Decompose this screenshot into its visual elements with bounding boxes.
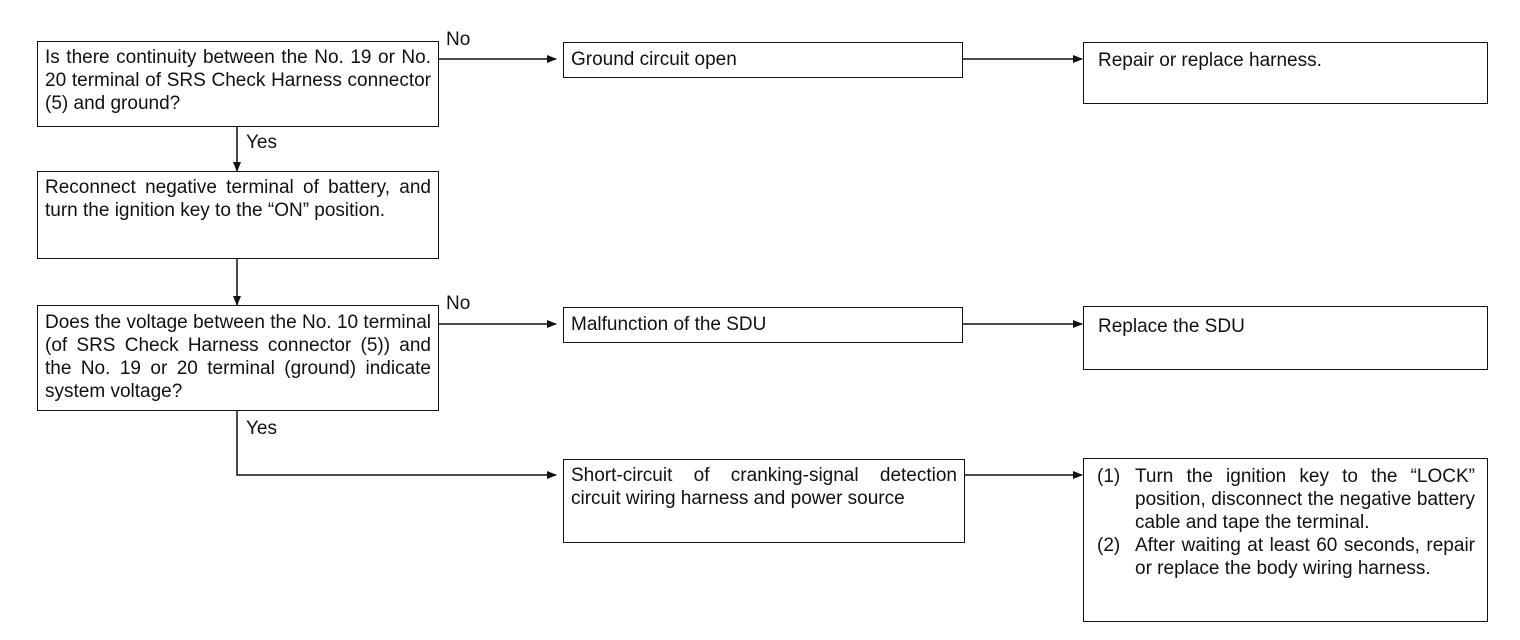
- label-no-2: No: [446, 293, 471, 314]
- reconnect-battery-text: Reconnect negative terminal of battery, …: [45, 177, 431, 221]
- final-steps-list: (1) Turn the ignition key to the “LOCK” …: [1091, 465, 1475, 580]
- final-step-1-text: Turn the ignition key to the “LOCK” posi…: [1135, 466, 1475, 533]
- repair-harness-box: Repair or replace harness.: [1083, 42, 1488, 104]
- ground-circuit-open-box: Ground circuit open: [563, 42, 963, 78]
- final-step-2-number: (2): [1097, 535, 1121, 556]
- label-yes-2: Yes: [246, 418, 277, 439]
- replace-sdu-box: Replace the SDU: [1083, 306, 1488, 370]
- final-steps-box: (1) Turn the ignition key to the “LOCK” …: [1083, 458, 1488, 622]
- sdu-malfunction-box: Malfunction of the SDU: [563, 307, 963, 343]
- final-step-2-text: After waiting at least 60 seconds, repai…: [1135, 535, 1475, 579]
- final-step-2: (2) After waiting at least 60 seconds, r…: [1091, 534, 1475, 580]
- question-voltage-box: Does the voltage between the No. 10 term…: [37, 305, 439, 411]
- question-continuity-box: Is there continuity between the No. 19 o…: [37, 41, 439, 127]
- short-circuit-box: Short-circuit of cranking-signal detecti…: [563, 459, 965, 543]
- repair-harness-text: Repair or replace harness.: [1098, 50, 1322, 71]
- arrow-q2-yes: [236, 410, 557, 479]
- ground-circuit-open-text: Ground circuit open: [571, 49, 737, 70]
- label-no-1: No: [446, 29, 471, 50]
- short-circuit-text: Short-circuit of cranking-signal detecti…: [571, 465, 957, 509]
- replace-sdu-text: Replace the SDU: [1098, 316, 1245, 337]
- question-continuity-text: Is there continuity between the No. 19 o…: [45, 47, 431, 114]
- question-voltage-text: Does the voltage between the No. 10 term…: [45, 312, 431, 402]
- final-step-1-number: (1): [1097, 466, 1121, 487]
- label-yes-1: Yes: [246, 132, 277, 153]
- final-step-1: (1) Turn the ignition key to the “LOCK” …: [1091, 465, 1475, 534]
- reconnect-battery-box: Reconnect negative terminal of battery, …: [37, 171, 439, 259]
- sdu-malfunction-text: Malfunction of the SDU: [571, 314, 767, 335]
